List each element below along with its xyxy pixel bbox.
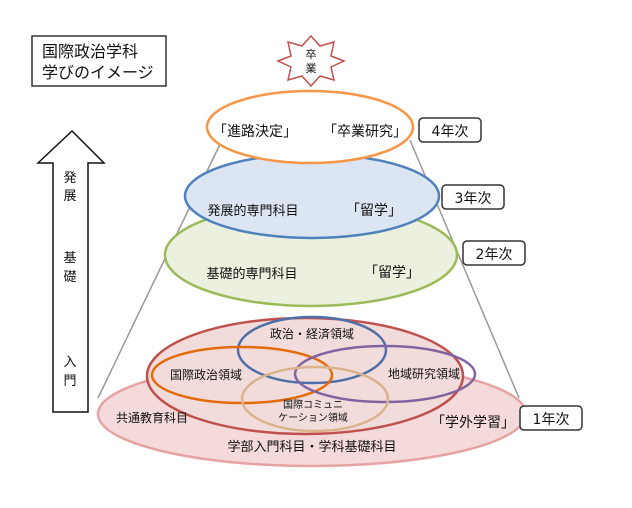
up-arrow-icon [36,129,106,413]
year1-badge-label: 1年次 [533,412,570,428]
year2-right-label: 「留学」 [364,265,420,281]
year3-left-label: 発展的専門科目 [207,203,298,219]
year1-badge-frame [519,405,583,431]
year4-layer: 「進路決定」 「卒業研究」 [205,89,415,165]
year4-badge-frame [418,117,482,143]
progress-arrow: 発 展 基 礎 入 門 [36,129,106,413]
arrow-label-basic-2: 礎 [63,270,76,285]
year2-badge: 2年次 [462,240,526,266]
title-box: 国際政治学科 学びのイメージ [31,35,167,87]
year3-ellipse [183,152,441,240]
year4-badge-label: 4年次 [432,124,469,140]
area-studies-ellipse [293,344,477,404]
graduation-label-2: 業 [306,62,317,75]
common-education-label: 共通教育科目 [116,410,188,425]
politics-economy-label: 政治・経済領域 [270,326,354,341]
year3-badge-label: 3年次 [455,191,492,207]
year1-layer: 政治・経済領域 国際政治領域 地域研究領域 国際コミュニ ケーション領域 共通教… [96,315,528,468]
title-line-2: 学びのイメージ [42,63,154,82]
graduation-star: 卒 業 [276,34,346,88]
politics-economy-ellipse [236,315,388,385]
year4-ellipse [205,89,415,165]
title-frame [31,35,167,87]
international-politics-label: 国際政治領域 [170,367,242,382]
year3-badge-frame [441,184,505,210]
arrow-label-basic-1: 基 [63,251,76,266]
communication-label-2: ケーション領域 [278,411,348,424]
year2-badge-frame [462,240,526,266]
arrow-label-develop-1: 発 [63,171,76,186]
star-icon [276,34,346,88]
year3-badge: 3年次 [441,184,505,210]
year4-badge: 4年次 [418,117,482,143]
year4-left-label: 「進路決定」 [213,124,297,140]
arrow-label-intro-1: 入 [63,355,76,370]
year2-badge-label: 2年次 [476,247,513,263]
graduation-label-1: 卒 [306,47,317,61]
arrow-label-develop-2: 展 [63,189,76,204]
foundation-courses-label: 学部入門科目・学科基礎科目 [227,439,396,455]
year3-right-label: 「留学」 [346,203,402,219]
communication-ellipse [240,365,390,433]
external-study-label: 「学外学習」 [431,415,515,431]
year3-layer: 発展的専門科目 「留学」 [183,152,441,240]
year2-left-label: 基礎的専門科目 [206,266,297,282]
communication-label-1: 国際コミュニ [283,399,343,411]
arrow-label-intro-2: 門 [63,374,76,389]
year4-right-label: 「卒業研究」 [323,124,407,140]
area-studies-label: 地域研究領域 [388,366,460,381]
year1-badge: 1年次 [519,405,583,431]
title-line-1: 国際政治学科 [42,42,138,61]
